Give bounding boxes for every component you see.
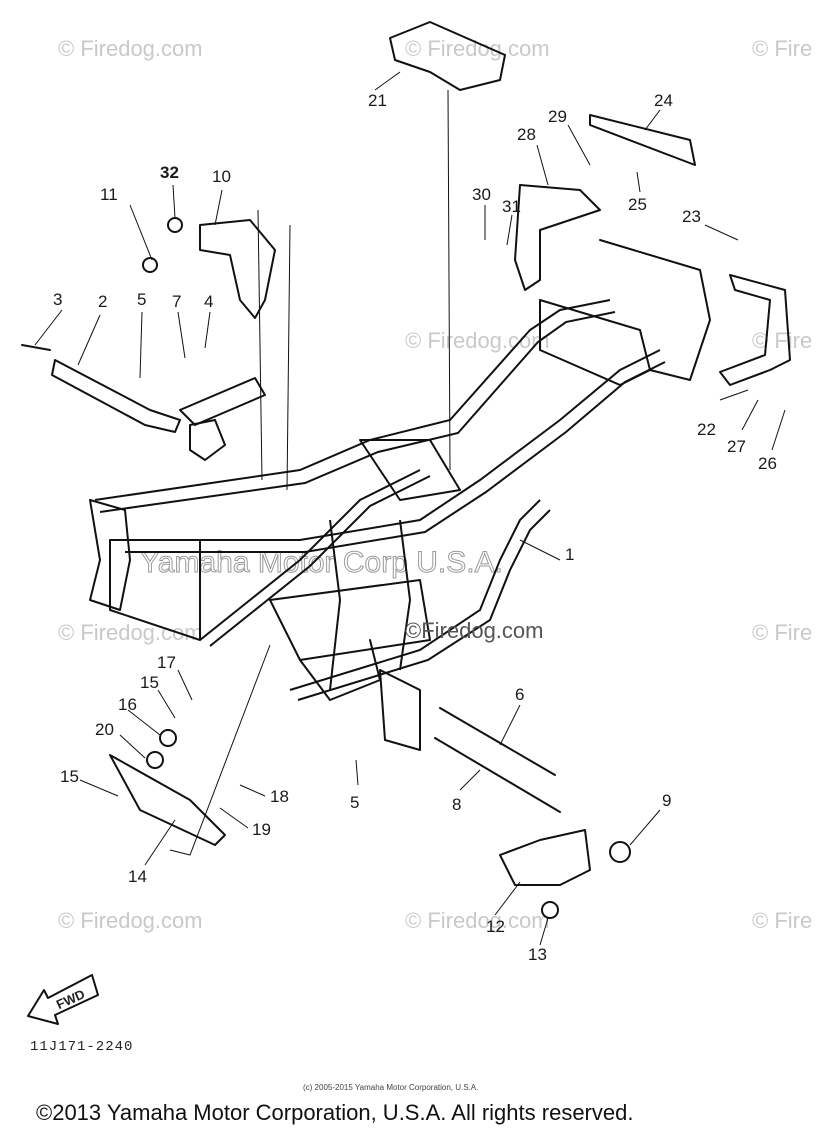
ghost-watermark: Yamaha Motor Corp U.S.A. — [140, 546, 503, 579]
bracket-4 — [179, 377, 266, 426]
callout-4: 4 — [204, 292, 213, 311]
small-parts — [21, 21, 791, 919]
callout-7: 7 — [172, 292, 181, 311]
diagram-code: 11J171-2240 — [30, 1039, 133, 1055]
callout-8: 8 — [452, 795, 461, 814]
bracket-12 — [499, 829, 591, 886]
callout-27: 27 — [727, 437, 746, 456]
callout-12: 12 — [486, 917, 505, 936]
callout-13: 13 — [528, 945, 547, 964]
collar-9 — [609, 841, 631, 863]
callout-24: 24 — [654, 91, 673, 110]
callout-31: 31 — [502, 197, 521, 216]
callout-19: 19 — [252, 820, 271, 839]
watermark: © Firedog.com — [58, 908, 203, 933]
watermark: © Firedog.com — [58, 36, 203, 61]
cover-21 — [389, 21, 506, 91]
callout-5: 5 — [137, 290, 146, 309]
callout-15: 15 — [60, 767, 79, 786]
callout-1: 1 — [565, 545, 574, 564]
collar-20 — [146, 751, 164, 769]
bolt-32 — [167, 217, 183, 233]
bolt-3 — [21, 344, 51, 351]
callout-32: 32 — [160, 163, 179, 182]
callout-11: 11 — [100, 185, 118, 204]
callout-15: 15 — [140, 673, 159, 692]
footrest-bar-2 — [51, 359, 181, 433]
callout-3: 3 — [53, 290, 62, 309]
main-frame — [89, 239, 711, 751]
watermark: © Fire — [752, 328, 812, 353]
callout-26: 26 — [758, 454, 777, 473]
fwd-arrow-icon — [27, 974, 99, 1025]
bolt-11 — [142, 257, 158, 273]
emblem-24 — [589, 114, 696, 166]
watermark: © Firedog.com — [405, 36, 550, 61]
watermark: © Fire — [752, 908, 812, 933]
callout-29: 29 — [548, 107, 567, 126]
callout-21: 21 — [368, 91, 387, 110]
callout-22: 22 — [697, 420, 716, 439]
callout-10: 10 — [212, 167, 231, 186]
callout-25: 25 — [628, 195, 647, 214]
callout-14: 14 — [128, 867, 147, 886]
callout-20: 20 — [95, 720, 114, 739]
callout-2: 2 — [98, 292, 107, 311]
callout-30: 30 — [472, 185, 491, 204]
copyright-footer: ©2013 Yamaha Motor Corporation, U.S.A. A… — [36, 1100, 633, 1125]
bolt-6 — [439, 707, 556, 776]
plate-14 — [109, 754, 226, 846]
nut-13 — [541, 901, 559, 919]
watermark: © Fire — [752, 620, 812, 645]
callout-numbers: 1 2 3 4 5 5 6 7 8 9 10 11 12 13 14 15 15… — [53, 91, 777, 964]
callout-23: 23 — [682, 207, 701, 226]
callout-9: 9 — [662, 791, 671, 810]
bolt-8 — [434, 737, 561, 813]
grab-bar-22 — [719, 274, 791, 386]
watermark: © Fire — [752, 36, 812, 61]
watermark: © Firedog.com — [58, 620, 203, 645]
grab-bar-28 — [514, 184, 601, 291]
callout-28: 28 — [517, 125, 536, 144]
callout-16: 16 — [118, 695, 137, 714]
watermark: © Firedog.com — [405, 908, 550, 933]
leader-lines — [34, 71, 786, 946]
bush-16 — [159, 729, 177, 747]
callout-6: 6 — [515, 685, 524, 704]
callout-18: 18 — [270, 787, 289, 806]
callout-17: 17 — [157, 653, 176, 672]
plate — [189, 419, 226, 461]
watermark: © Firedog.com — [405, 328, 550, 353]
forward-arrow: FWD — [27, 974, 99, 1025]
callout-5: 5 — [350, 793, 359, 812]
watermark-center: ©Firedog.com — [405, 618, 543, 643]
small-copyright: (c) 2005-2015 Yamaha Motor Corporation, … — [303, 1083, 478, 1092]
